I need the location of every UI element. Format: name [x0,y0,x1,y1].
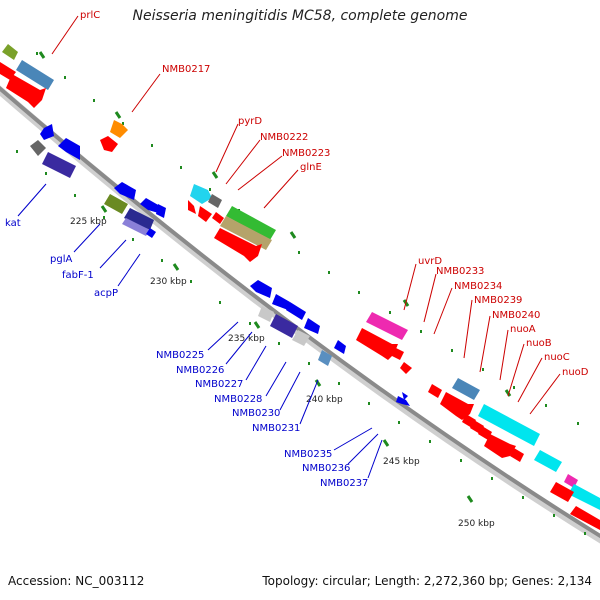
label-NMB0227: NMB0227 [195,379,243,390]
gene-feature [440,392,474,420]
gene-feature [198,206,212,222]
gene-feature [402,392,408,400]
label-nuoD: nuoD [562,367,589,378]
label-acpP: acpP [94,288,118,299]
label-NMB0231: NMB0231 [252,423,300,434]
gene-feature [188,200,196,214]
gene-feature [258,306,274,322]
gene-feature [400,362,412,374]
label-NMB0233: NMB0233 [436,266,484,277]
gene-feature [334,340,346,354]
forward-features [0,44,600,530]
gene-feature [510,448,524,462]
gene-feature [30,140,46,156]
gene-feature [396,396,410,406]
gene-feature [220,216,272,250]
genome-summary-text: Topology: circular; Length: 2,272,360 bp… [262,574,592,588]
gene-feature [534,450,562,472]
label-NMB0235: NMB0235 [284,449,332,460]
gene-feature [16,60,54,90]
label-NMB0237: NMB0237 [320,478,368,489]
label-nuoC: nuoC [544,352,570,363]
gene-feature [478,426,492,440]
gene-feature [156,204,166,218]
tick-label-250kbp: 250 kbp [458,519,495,529]
label-fabF-1: fabF-1 [62,270,94,281]
gene-feature [478,404,540,446]
gene-feature [124,208,154,230]
gene-feature [318,350,332,366]
gene-feature [304,318,320,334]
outer-dotted-ring [36,52,579,425]
tick-label-230kbp: 230 kbp [150,277,187,287]
label-NMB0217: NMB0217 [162,64,210,75]
reverse-leaders [17,183,383,479]
gene-feature [100,136,118,152]
label-nuoB: nuoB [526,338,552,349]
gene-feature [270,314,298,338]
forward-leaders [51,15,561,415]
label-NMB0234: NMB0234 [454,281,502,292]
gene-feature [484,434,516,458]
tick-label-225kbp: 225 kbp [70,217,107,227]
gene-feature [272,294,290,310]
gene-feature [40,124,54,140]
label-pglA: pglA [50,254,72,265]
inner-dotted-ring [16,150,586,535]
label-kat: kat [5,218,21,229]
gene-feature [114,182,136,200]
label-glnE: glnE [300,162,322,173]
gene-feature [2,44,18,60]
tick-label-240kbp: 240 kbp [306,395,343,405]
gene-feature [428,384,442,398]
accession-text: Accession: NC_003112 [8,574,145,588]
gene-feature [250,280,272,298]
tick-label-245kbp: 245 kbp [383,457,420,467]
label-prlC: prlC [80,10,100,21]
gene-feature [110,120,128,138]
label-NMB0222: NMB0222 [260,132,308,143]
gene-feature [570,506,600,530]
gene-feature [568,484,600,510]
gene-feature [140,198,162,214]
gene-feature [122,218,150,236]
gene-feature [58,138,80,160]
label-NMB0228: NMB0228 [214,394,262,405]
gene-feature [42,152,76,178]
label-NMB0225: NMB0225 [156,350,204,361]
label-NMB0226: NMB0226 [176,365,224,376]
label-NMB0239: NMB0239 [474,295,522,306]
gene-feature [388,346,404,360]
gene-feature [226,206,276,240]
gene-feature [146,228,156,238]
gene-feature [212,212,224,224]
gene-feature [550,482,574,502]
genome-title: Neisseria meningitidis MC58, complete ge… [132,8,468,24]
label-NMB0230: NMB0230 [232,408,280,419]
gene-feature [208,194,222,208]
label-nuoA: nuoA [510,324,536,335]
label-NMB0240: NMB0240 [492,310,540,321]
label-pyrD: pyrD [238,116,262,127]
reverse-features [30,124,410,406]
gene-feature [104,194,128,214]
label-NMB0236: NMB0236 [302,463,350,474]
gene-feature [356,328,398,360]
label-NMB0223: NMB0223 [282,148,330,159]
gene-feature [286,302,306,320]
gene-feature [452,378,480,400]
gene-feature [190,184,212,204]
gene-feature [214,228,262,262]
gene-feature [366,312,408,340]
label-uvrD: uvrD [418,256,442,267]
gene-feature [6,74,46,108]
gene-feature [292,330,310,346]
